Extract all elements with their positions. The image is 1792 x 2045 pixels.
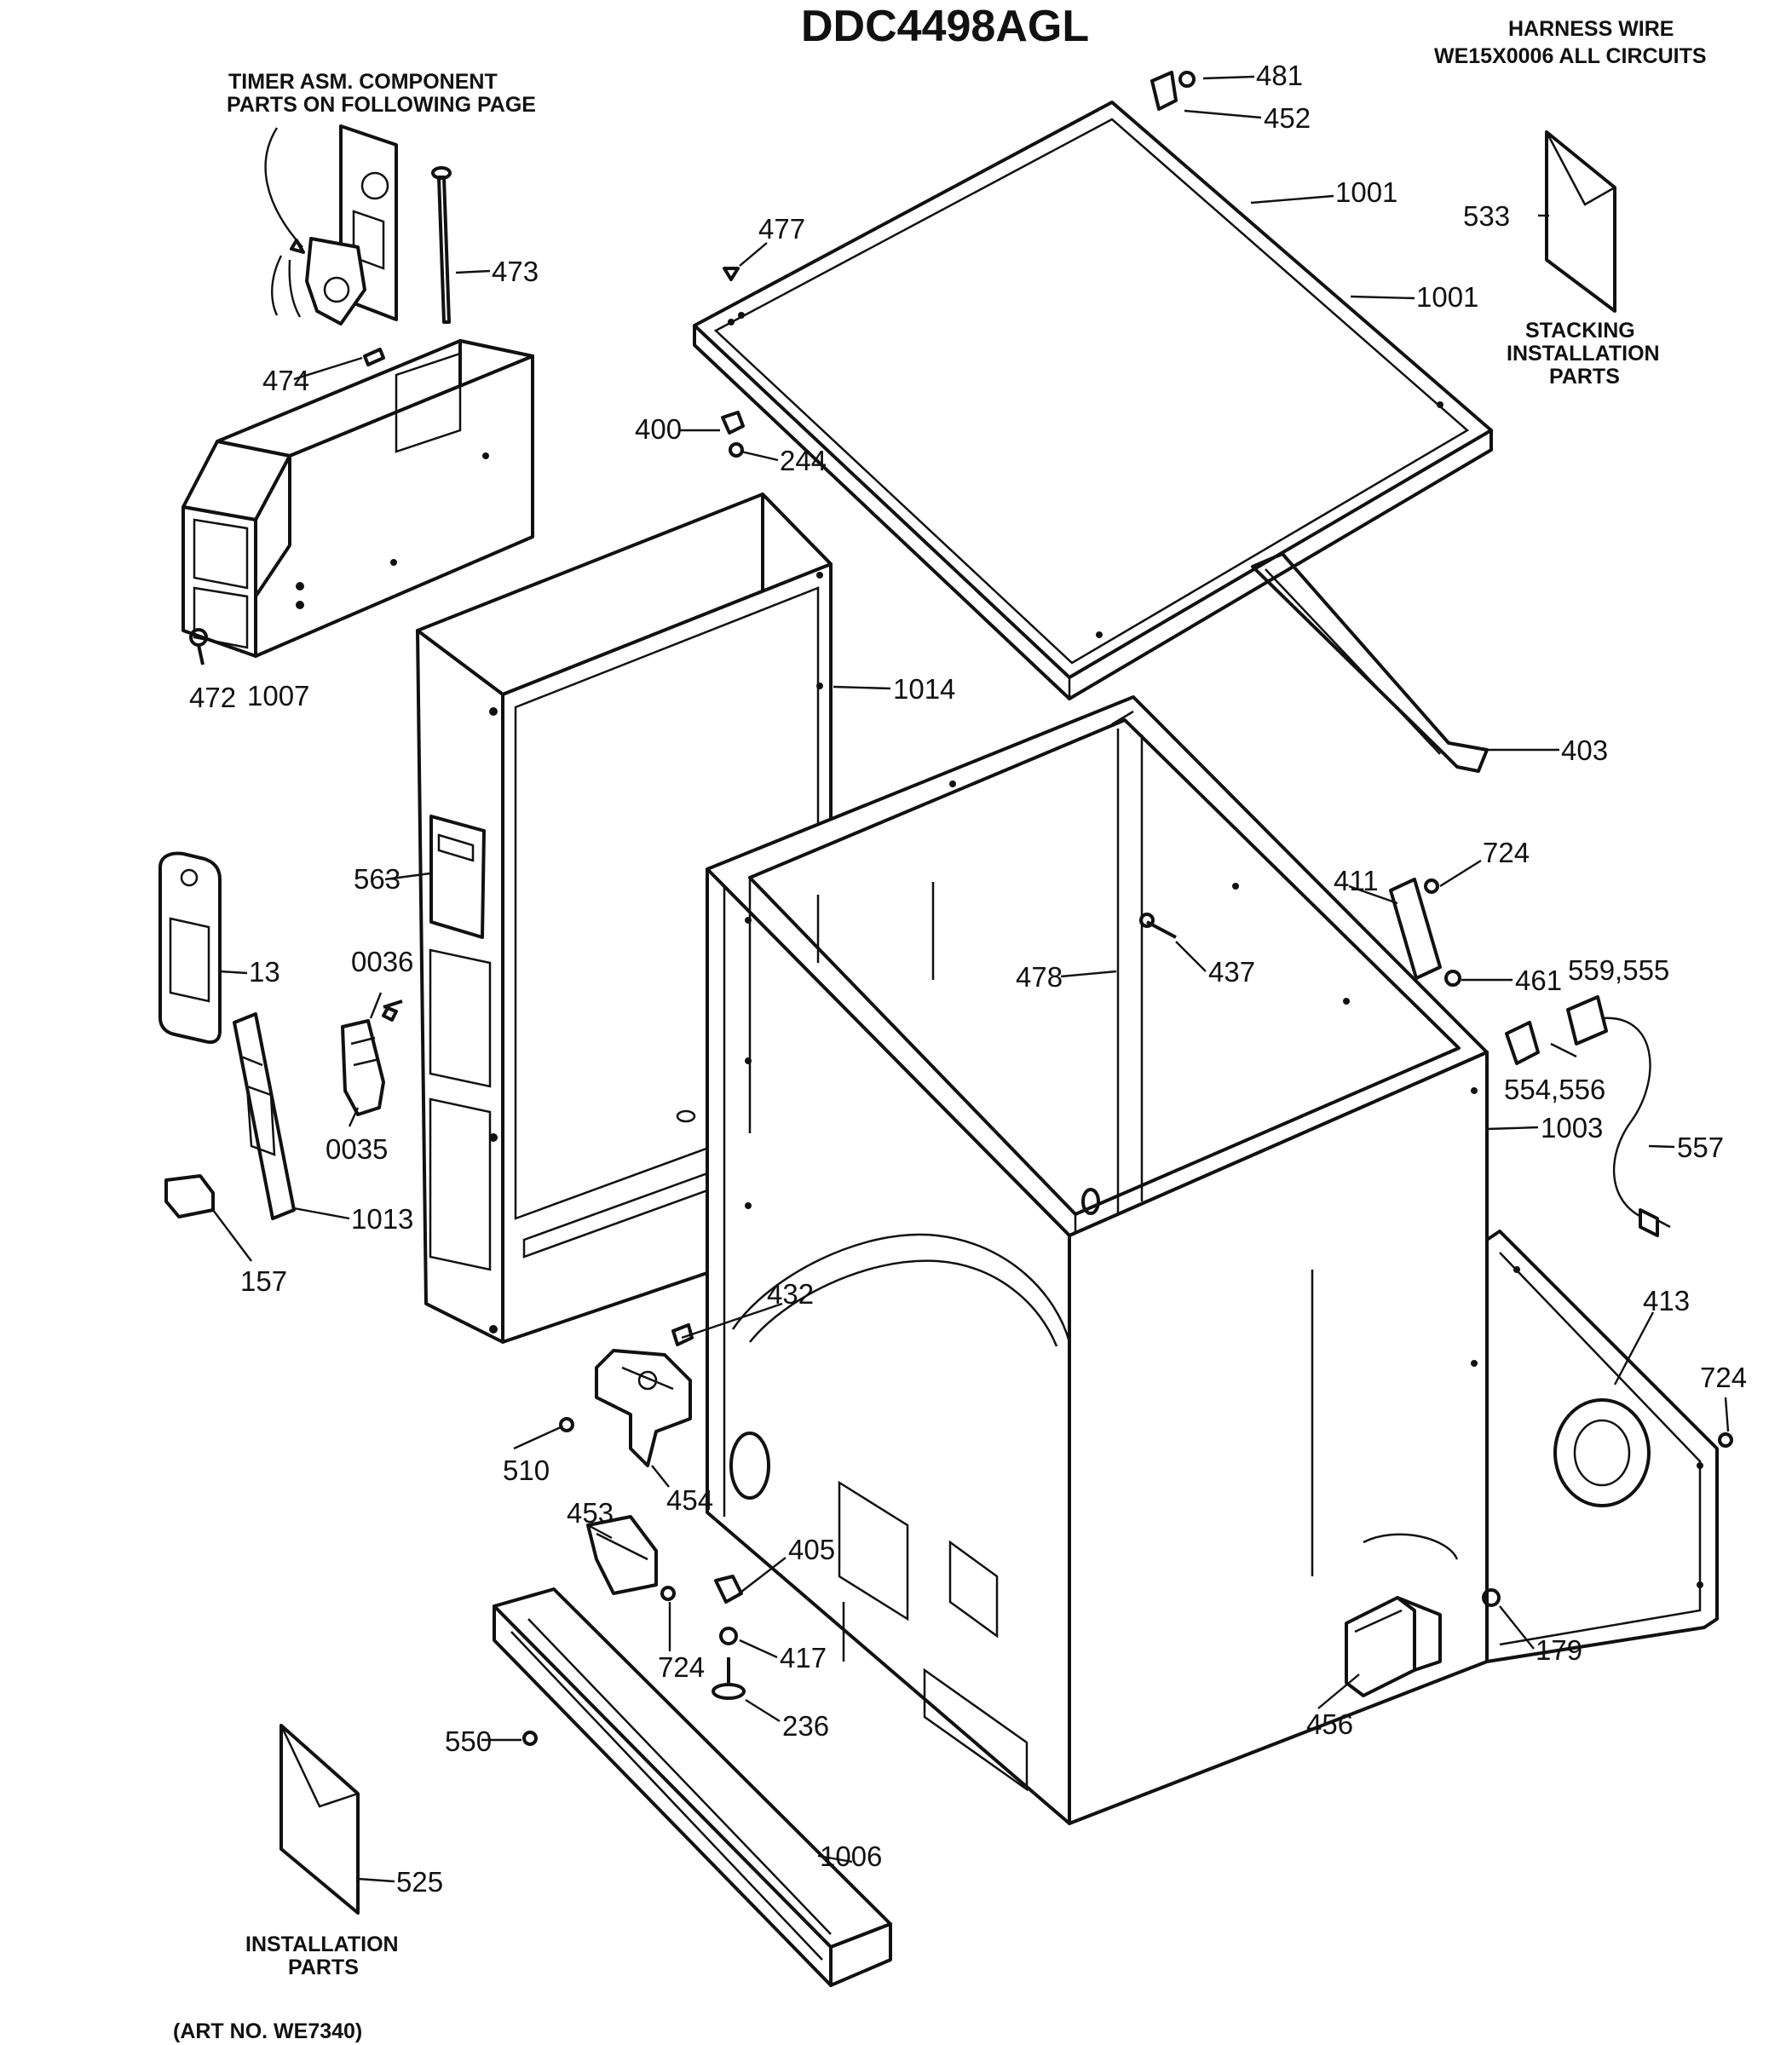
label-157: 157	[240, 1265, 287, 1297]
label-474: 474	[262, 365, 309, 396]
label-1007: 1007	[247, 680, 309, 711]
label-481: 481	[1256, 60, 1303, 91]
power-cord	[1505, 995, 1671, 1237]
stacking-note-line1: STACKING	[1525, 319, 1635, 343]
label-453: 453	[567, 1497, 614, 1529]
label-473: 473	[492, 256, 539, 287]
label-454: 454	[666, 1484, 713, 1516]
harness-note-line2: WE15X0006 ALL CIRCUITS	[1434, 44, 1707, 68]
rod-473	[431, 166, 452, 324]
stacking-note-line2: INSTALLATION	[1507, 342, 1660, 366]
label-472: 472	[189, 682, 236, 713]
label-417: 417	[780, 1642, 827, 1673]
control-panel-housing	[182, 339, 534, 658]
label-411: 411	[1334, 865, 1379, 896]
harness-note-line1: HARNESS WIRE	[1508, 17, 1674, 41]
label-525: 525	[396, 1866, 443, 1898]
label-437: 437	[1208, 956, 1255, 988]
installation-note-line2: PARTS	[288, 1956, 359, 1979]
label-1014: 1014	[893, 673, 955, 705]
label-0036: 0036	[351, 946, 413, 977]
label-244: 244	[780, 445, 827, 476]
stacking-note-line3: PARTS	[1549, 365, 1620, 389]
hinge-bracket-453	[586, 1515, 658, 1595]
access-panel-411	[1389, 878, 1442, 980]
leader-lines	[212, 75, 1730, 1883]
label-461: 461	[1515, 965, 1562, 996]
label-403: 403	[1561, 734, 1608, 766]
label-724-c: 724	[658, 1651, 705, 1683]
timer-note-line1: TIMER ASM. COMPONENT	[228, 70, 498, 94]
screw-474	[363, 348, 385, 366]
label-724-b: 724	[1700, 1362, 1747, 1393]
control-board-1013	[233, 1012, 296, 1220]
timer-note-line2: PARTS ON FOLLOWING PAGE	[227, 93, 536, 117]
label-1001-a: 1001	[1335, 176, 1397, 208]
terminal-block-456	[1345, 1596, 1442, 1697]
toe-kick	[493, 1587, 892, 1987]
label-1001-b: 1001	[1416, 281, 1478, 313]
stacking-envelope	[1545, 130, 1616, 313]
small-screws	[382, 878, 1733, 1746]
label-236: 236	[782, 1710, 829, 1742]
label-510: 510	[503, 1455, 550, 1486]
rear-panel	[1485, 1230, 1719, 1663]
label-554-556: 554,556	[1504, 1074, 1605, 1105]
label-550: 550	[445, 1725, 492, 1757]
label-179: 179	[1536, 1634, 1582, 1666]
label-1006: 1006	[820, 1840, 882, 1872]
label-1013: 1013	[351, 1203, 413, 1235]
model-title: DDC4498AGL	[801, 2, 1089, 51]
screw-472	[189, 628, 208, 665]
art-number: (ART NO. WE7340)	[173, 2019, 362, 2043]
label-477: 477	[758, 213, 805, 245]
installation-note-line1: INSTALLATION	[245, 1933, 399, 1956]
terminal-block-0035	[341, 999, 403, 1116]
label-13: 13	[249, 956, 280, 988]
label-559-555: 559,555	[1568, 954, 1669, 986]
clip-400	[721, 411, 745, 458]
door-switch-bracket	[595, 1349, 692, 1467]
top-panel	[693, 101, 1493, 700]
label-456: 456	[1306, 1708, 1353, 1740]
label-533: 533	[1463, 200, 1510, 232]
timer-assembly	[264, 124, 398, 325]
label-413: 413	[1643, 1285, 1690, 1316]
top-support-brace	[1251, 552, 1489, 773]
label-405: 405	[788, 1534, 835, 1565]
label-400: 400	[635, 413, 682, 445]
label-452: 452	[1264, 102, 1311, 134]
label-563: 563	[354, 863, 400, 895]
leveling-leg	[712, 1575, 746, 1700]
front-panel	[416, 493, 833, 1344]
label-478: 478	[1016, 961, 1063, 993]
installation-envelope	[279, 1724, 360, 1915]
control-overlay-13	[158, 851, 222, 1045]
label-724-a: 724	[1483, 837, 1530, 868]
switch-157	[164, 1174, 215, 1218]
top-hinge-bracket	[1150, 71, 1196, 111]
screw-477	[723, 267, 740, 281]
label-1003: 1003	[1541, 1112, 1603, 1143]
label-0035: 0035	[326, 1133, 388, 1165]
part-labels: 481 452 1001 1001 533 STACKING INSTALLAT…	[189, 60, 1747, 1898]
label-557: 557	[1677, 1132, 1724, 1163]
label-432: 432	[767, 1278, 814, 1310]
